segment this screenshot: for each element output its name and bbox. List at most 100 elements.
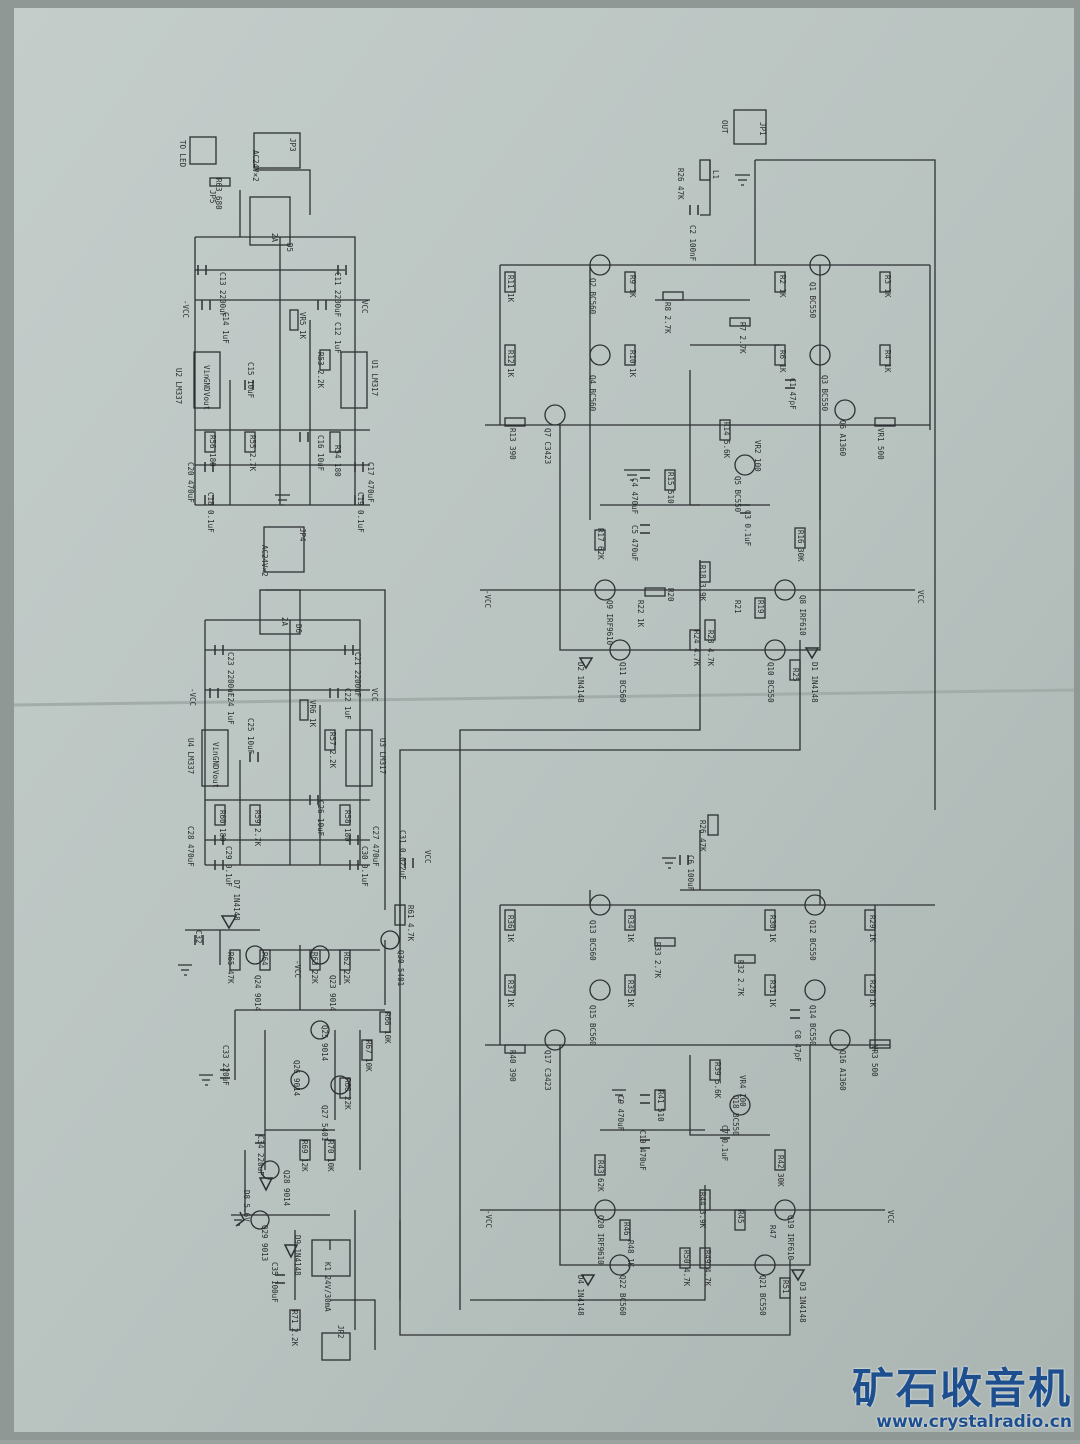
protection-circuit-label: Q29 9013 bbox=[260, 1225, 269, 1261]
upper-amplifier-label: Q10 BC550 bbox=[766, 662, 775, 703]
lower-power-supply-label: C21 2200uF bbox=[353, 652, 362, 698]
upper-amplifier-label: C3 0.1uF bbox=[743, 510, 752, 547]
upper-power-supply-label: JP5 bbox=[208, 190, 217, 204]
protection-circuit-label: D9 1N4148 bbox=[293, 1235, 302, 1276]
upper-amplifier-label: JP1 bbox=[758, 122, 767, 136]
lower-amplifier-label: R41 510 bbox=[656, 1090, 665, 1122]
lower-amplifier-label: C9 470uF bbox=[616, 1095, 625, 1132]
lower-amplifier-label: R36 1K bbox=[506, 915, 515, 943]
upper-power-supply-label: C13 2200uF bbox=[218, 272, 227, 318]
protection-circuit-label: R65 47K bbox=[226, 952, 235, 984]
upper-amplifier-label: Q9 IRF9610 bbox=[605, 600, 614, 646]
lower-amplifier-label: VR4 100 bbox=[738, 1075, 747, 1107]
upper-power-supply-label: R53 2.2K bbox=[316, 352, 325, 389]
lower-power-supply-label: C25 10uF bbox=[246, 718, 255, 755]
lower-amplifier-label: R29 1K bbox=[868, 915, 877, 943]
upper-amplifier-label: C4 470uF bbox=[630, 478, 639, 515]
lower-amplifier-label: R50 4.7K bbox=[682, 1250, 691, 1287]
upper-power-supply-label: TO LED bbox=[178, 140, 187, 168]
lower-power-supply-label: U3 LM317 bbox=[378, 738, 387, 774]
upper-amplifier-label: R9 1K bbox=[628, 275, 637, 298]
upper-amplifier-label: R12 1K bbox=[506, 350, 515, 378]
lower-amplifier-label: R48 1K bbox=[626, 1240, 635, 1268]
upper-power-supply-label: U1 LM317 bbox=[370, 360, 379, 396]
upper-amplifier-label: R10 1K bbox=[628, 350, 637, 378]
lower-power-supply-label: C27 470uF bbox=[371, 826, 380, 867]
lower-amplifier-label: R46 bbox=[622, 1222, 631, 1236]
lower-amplifier-label: Q20 IRF9610 bbox=[596, 1215, 605, 1265]
lower-amplifier-label: R51 bbox=[781, 1280, 790, 1294]
protection-circuit-label: VCC bbox=[423, 850, 432, 864]
upper-amplifier-label: D1 1N4148 bbox=[810, 662, 819, 703]
upper-power-supply-label: VR5 1K bbox=[298, 312, 307, 340]
paper-sheet bbox=[14, 8, 1074, 1432]
protection-circuit-label: R63 22K bbox=[310, 952, 319, 984]
lower-amplifier-label: Q18 BC550 bbox=[731, 1095, 740, 1136]
lower-amplifier-label: C8 47pF bbox=[793, 1030, 802, 1062]
upper-amplifier-label: OUT bbox=[720, 120, 729, 134]
lower-amplifier-label: R40 390 bbox=[508, 1050, 517, 1082]
upper-power-supply-label: C19 0.1uF bbox=[356, 492, 365, 533]
upper-power-supply-label: GND bbox=[202, 378, 211, 392]
upper-amplifier-label: Q8 IRF610 bbox=[798, 595, 807, 636]
lower-power-supply-label: U4 LM337 bbox=[186, 738, 195, 774]
upper-amplifier-label: R23 4.7K bbox=[706, 630, 715, 667]
ground-symbols bbox=[178, 174, 750, 1226]
upper-amplifier-label: C2 100nF bbox=[688, 225, 697, 262]
protection-circuit-label: Q28 9014 bbox=[282, 1170, 291, 1207]
upper-amplifier-label: R7 2.7K bbox=[738, 322, 747, 354]
upper-amplifier-label: VCC bbox=[916, 590, 925, 604]
protection-circuit-label: R62 22K bbox=[342, 952, 351, 984]
protection-circuit-label: C32 bbox=[194, 930, 203, 944]
upper-amplifier-label: Q6 A1360 bbox=[838, 420, 847, 457]
lower-power-supply-label: D6 bbox=[294, 624, 303, 634]
upper-amplifier-label: R13 390 bbox=[508, 428, 517, 460]
lower-power-supply-label: AC24V×2 bbox=[260, 545, 269, 577]
protection-circuit-label: R61 4.7K bbox=[406, 905, 415, 942]
lower-amplifier-label: R45 bbox=[736, 1210, 745, 1224]
lower-amplifier-label: R43 62K bbox=[596, 1160, 605, 1192]
upper-amplifier-label: R16 30K bbox=[796, 530, 805, 562]
site-watermark: 矿石收音机 www.crystalradio.cn bbox=[852, 1366, 1072, 1433]
upper-power-supply-label: VCC bbox=[360, 300, 369, 314]
upper-power-supply-label: 2A bbox=[270, 233, 279, 243]
upper-power-supply-label: C17 470uF bbox=[366, 462, 375, 503]
upper-amplifier-label: R14 5.6K bbox=[722, 422, 731, 459]
protection-circuit-label: C34 220uF bbox=[256, 1135, 265, 1176]
upper-amplifier-label: D2 1N4148 bbox=[576, 662, 585, 703]
component-outlines bbox=[189, 109, 896, 1361]
lower-amplifier-label: R37 1K bbox=[506, 980, 515, 1008]
lower-amplifier-label: Q19 IRF610 bbox=[786, 1215, 795, 1261]
upper-amplifier-label: R24 4.7K bbox=[692, 630, 701, 667]
lower-amplifier-label: Q12 BC550 bbox=[808, 920, 817, 961]
upper-amplifier-label: R11 1K bbox=[506, 275, 515, 303]
upper-power-supply-label: R54 180 bbox=[333, 445, 342, 477]
lower-power-supply-label: Vout bbox=[211, 770, 220, 788]
lower-power-supply-label: GND bbox=[211, 756, 220, 770]
upper-amplifier-label: -VCC bbox=[483, 590, 492, 608]
lower-amplifier-label: R28 1K bbox=[868, 980, 877, 1008]
upper-amplifier-label: R22 1K bbox=[636, 600, 645, 628]
lower-power-supply-label: VR6 1K bbox=[308, 700, 317, 728]
lower-amplifier-label: R32 2.7K bbox=[736, 960, 745, 997]
lower-amplifier-label: R49 4.7K bbox=[703, 1250, 712, 1287]
protection-circuit-label: D8 5.6V bbox=[242, 1190, 251, 1222]
upper-power-supply-label: D5 bbox=[285, 243, 294, 252]
lower-power-supply-label: -VCC bbox=[188, 688, 197, 706]
lower-power-supply-label: C29 0.1uF bbox=[224, 846, 233, 887]
lower-power-supply-label: C22 1uF bbox=[343, 688, 352, 720]
lower-power-supply-label: Vin bbox=[211, 742, 220, 756]
upper-power-supply-label: C15 10uF bbox=[246, 362, 255, 399]
upper-power-supply-label: C16 10uF bbox=[316, 435, 325, 472]
upper-power-supply-label: Vout bbox=[202, 392, 211, 410]
lower-power-supply-label: R57 2.2K bbox=[328, 732, 337, 769]
capacitor-and-diode-marks bbox=[194, 205, 820, 1287]
lower-amplifier-label: VCC bbox=[886, 1210, 895, 1224]
protection-circuit-label: Q23 9014 bbox=[328, 975, 337, 1012]
upper-power-supply-label: C20 470uF bbox=[186, 462, 195, 503]
upper-amplifier-label: Q3 BC550 bbox=[820, 375, 829, 412]
upper-power-supply-label: JP3 bbox=[288, 138, 297, 152]
upper-amplifier-label: Q11 BC560 bbox=[618, 662, 627, 703]
